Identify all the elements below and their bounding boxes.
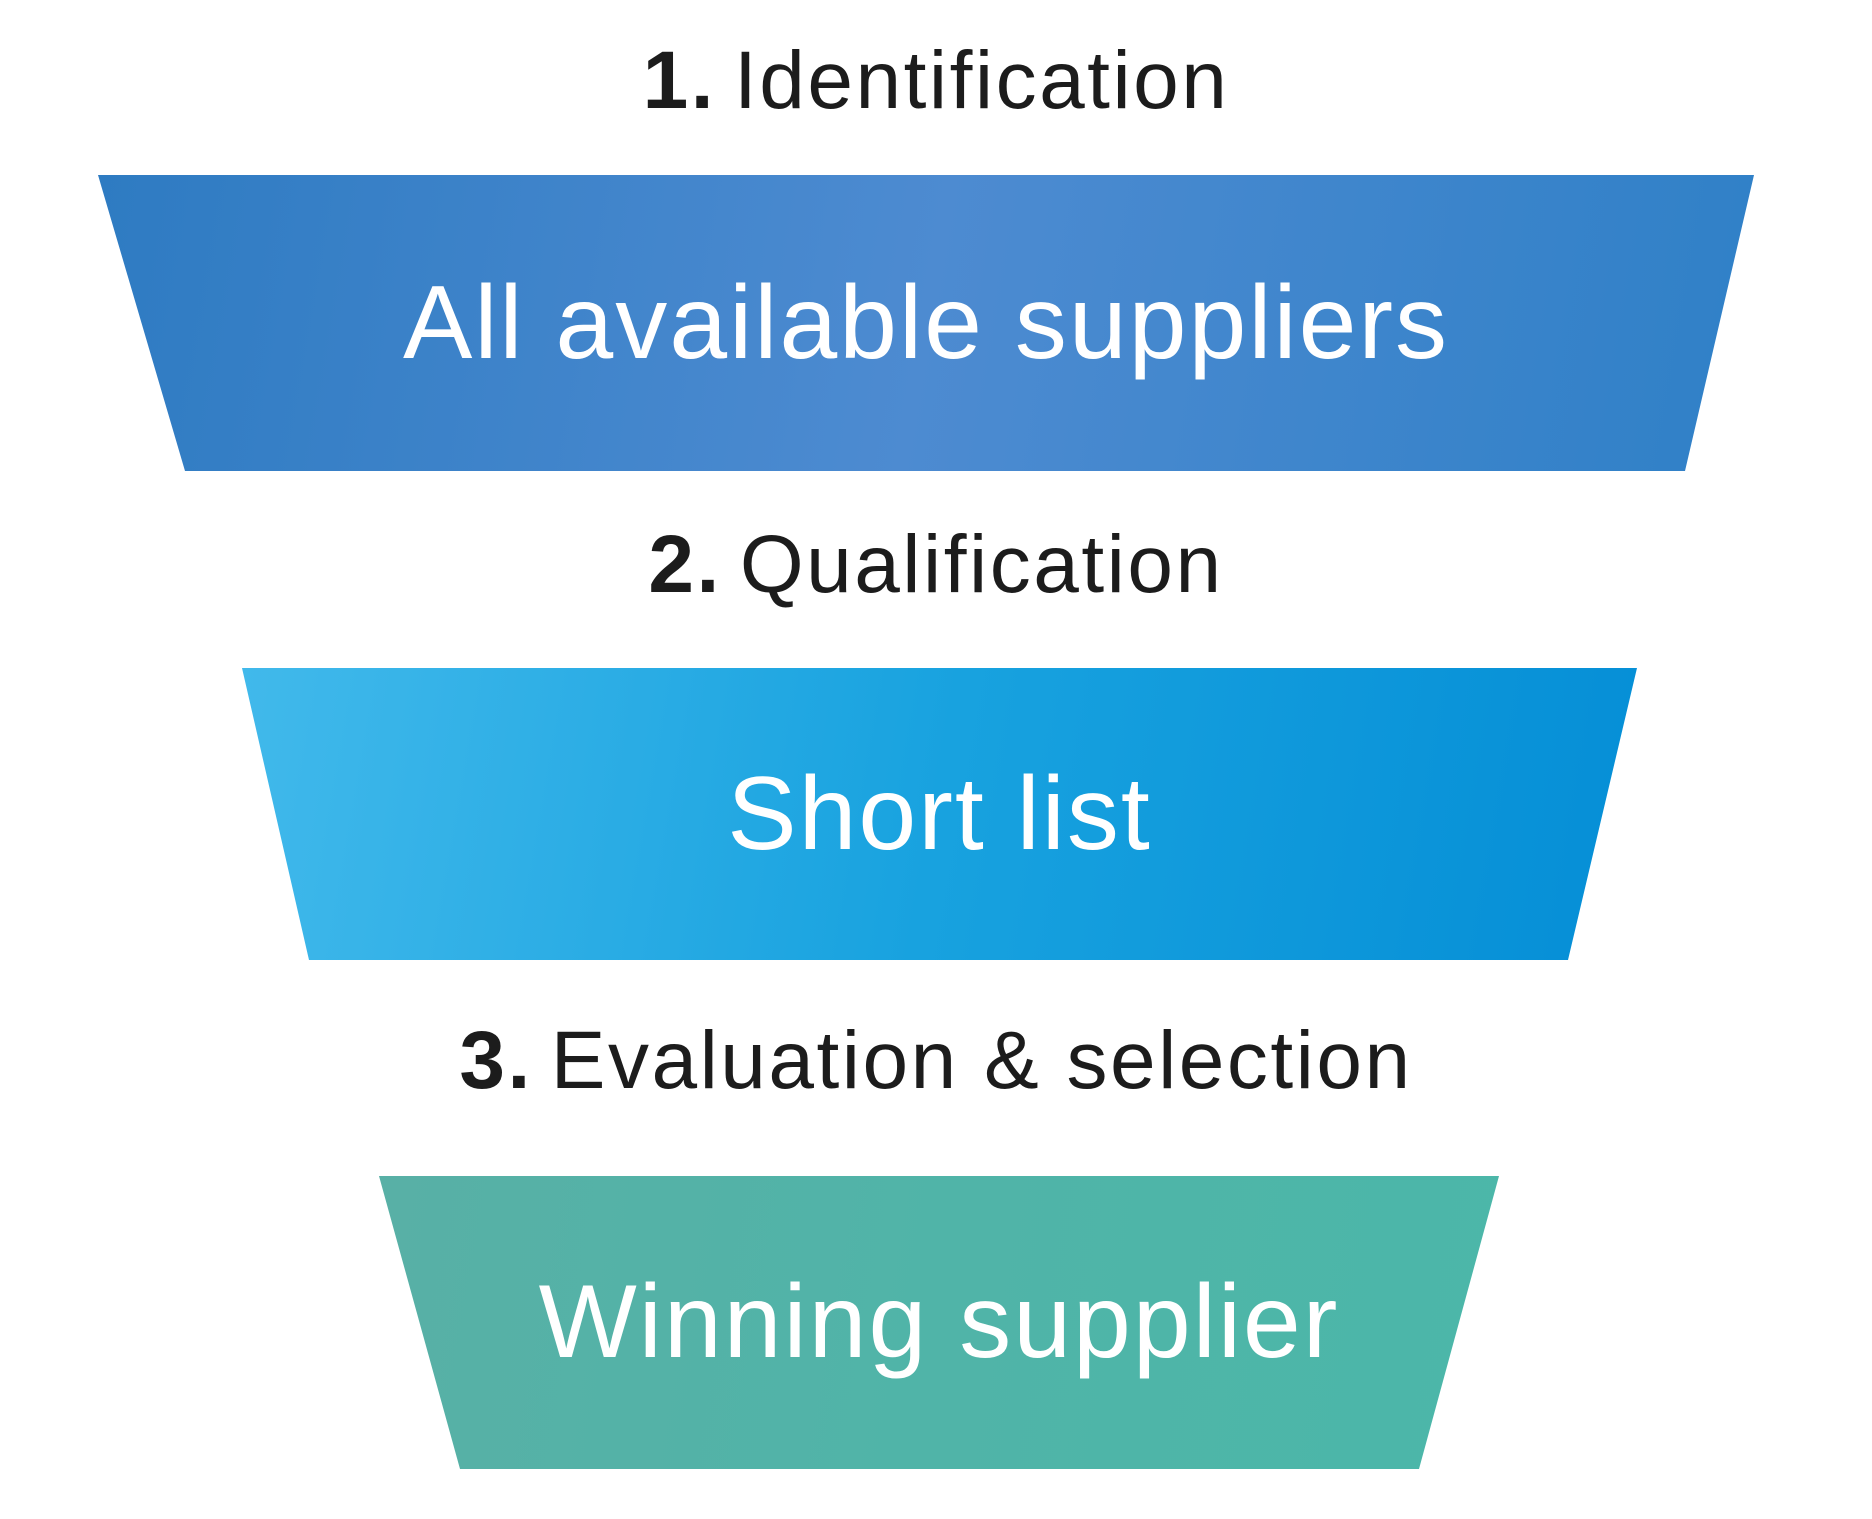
stage-1-number: 1. — [642, 35, 716, 126]
stage-3-heading: 3.Evaluation & selection — [0, 1014, 1872, 1108]
stage-2-label: Qualification — [739, 519, 1224, 610]
stage-1-label: Identification — [733, 35, 1230, 126]
stage-2-heading: 2.Qualification — [0, 518, 1872, 612]
band-2-text: Short list — [727, 755, 1152, 872]
stage-2-number: 2. — [648, 519, 722, 610]
band-1-text: All available suppliers — [402, 264, 1450, 381]
band-3-text: Winning supplier — [538, 1264, 1340, 1380]
stage-3-label: Evaluation & selection — [550, 1015, 1413, 1106]
funnel-band-short-list: Short list — [242, 668, 1637, 960]
stage-1-heading: 1.Identification — [0, 34, 1872, 128]
stage-3-number: 3. — [459, 1015, 533, 1106]
funnel-band-winning-supplier: Winning supplier — [379, 1176, 1499, 1469]
funnel-band-all-available-suppliers: All available suppliers — [98, 175, 1754, 471]
